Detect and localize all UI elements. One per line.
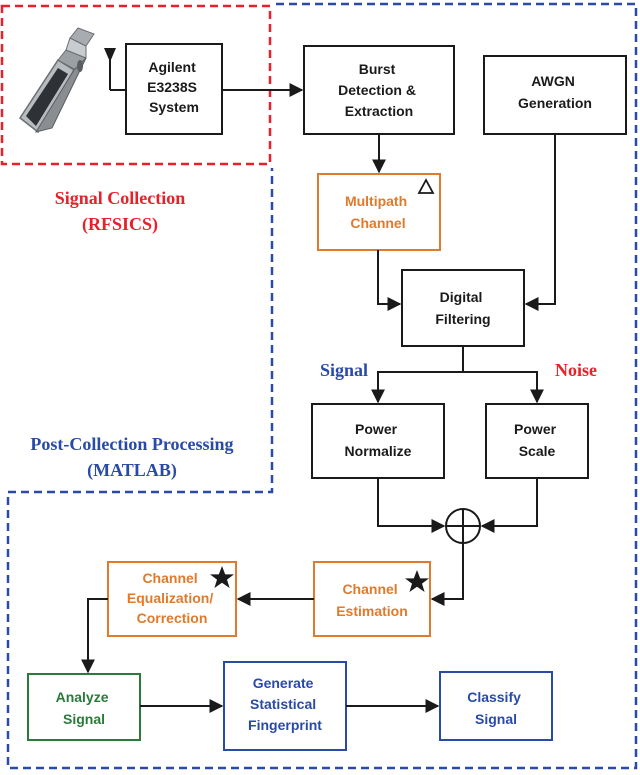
- connector-split-to-normalize: [371, 371, 463, 404]
- classify-signal-box: Classify Signal: [439, 671, 553, 741]
- agilent-line-3: System: [149, 99, 199, 115]
- summing-junction-icon: [445, 508, 481, 544]
- signal-collection-region: [0, 4, 272, 166]
- svg-text:Agilent E3238S Sys: Agilent E3238S System: [147, 59, 201, 115]
- noise-branch-label: Noise: [555, 360, 597, 380]
- svg-text:Channel Estimation: Channel Estimation: [336, 581, 408, 619]
- scale-line-2: Scale: [519, 443, 556, 459]
- estimation-line-2: Estimation: [336, 603, 408, 619]
- star-icon: [405, 570, 429, 592]
- connector-awgn-to-filtering: [524, 134, 556, 311]
- antenna-icon: [104, 48, 126, 91]
- digital-line-2: Filtering: [435, 311, 490, 327]
- svg-text:Analyze Signal: Analyze Signal: [56, 689, 113, 727]
- post-collection-subtitle: (MATLAB): [87, 460, 177, 481]
- multipath-line-1: Multipath: [345, 193, 407, 209]
- burst-detection-box: Burst Detection & Extraction: [303, 45, 455, 135]
- channel-equalization-box: Channel Equalization/ Correction: [107, 561, 237, 637]
- agilent-line-2: E3238S: [147, 79, 197, 95]
- digital-filtering-box: Digital Filtering: [401, 269, 525, 347]
- analyze-line-2: Signal: [63, 711, 105, 727]
- fingerprint-line-1: Generate: [253, 675, 314, 691]
- classify-line-2: Signal: [475, 711, 517, 727]
- channel-estimation-box: Channel Estimation: [313, 561, 431, 637]
- connector-normalize-to-sum: [377, 478, 446, 533]
- connector-scale-to-sum: [480, 478, 538, 533]
- burst-line-3: Extraction: [345, 103, 413, 119]
- awgn-line-1: AWGN: [531, 73, 575, 89]
- svg-text:Channel Equalization/: Channel Equalization/ Correction: [127, 570, 217, 626]
- svg-text:Multipath Channel: Multipath Channel: [345, 193, 411, 231]
- normalize-line-1: Power: [355, 421, 398, 437]
- multipath-channel-box: Multipath Channel: [317, 173, 441, 251]
- estimation-line-1: Channel: [342, 581, 397, 597]
- scale-line-1: Power: [514, 421, 557, 437]
- power-normalize-box: Power Normalize: [311, 403, 445, 479]
- connector-multipath-to-filtering: [377, 250, 402, 311]
- awgn-line-2: Generation: [518, 95, 592, 111]
- equalization-line-2: Equalization/: [127, 590, 213, 606]
- awgn-generation-box: AWGN Generation: [483, 55, 627, 135]
- equalization-line-3: Correction: [137, 610, 208, 626]
- agilent-line-1: Agilent: [148, 59, 196, 75]
- equalization-line-1: Channel: [142, 570, 197, 586]
- signal-collection-subtitle: (RFSICS): [82, 214, 158, 235]
- svg-text:Generate Statistical: Generate Statistical Fingerprint: [248, 675, 322, 733]
- svg-text:Classify Signal: Classify Signal: [467, 689, 525, 727]
- agilent-system-box: Agilent E3238S System: [125, 43, 223, 135]
- flip-phone-icon: [18, 27, 95, 134]
- post-collection-region: [6, 2, 638, 770]
- fingerprint-line-2: Statistical: [250, 696, 316, 712]
- signal-branch-label: Signal: [320, 360, 368, 380]
- burst-line-2: Detection &: [338, 82, 416, 98]
- svg-text:Burst Detection &: Burst Detection & Extraction: [338, 61, 420, 119]
- svg-text:Power Normalize: Power Normalize: [345, 421, 412, 459]
- star-icon: [210, 566, 234, 588]
- triangle-icon: [417, 178, 435, 194]
- connector-equalization-to-analyze: [81, 598, 108, 674]
- signal-collection-title: Signal Collection: [55, 188, 186, 208]
- fingerprint-line-3: Fingerprint: [248, 717, 322, 733]
- power-scale-box: Power Scale: [485, 403, 589, 479]
- analyze-line-1: Analyze: [56, 689, 109, 705]
- burst-line-1: Burst: [359, 61, 396, 77]
- digital-line-1: Digital: [440, 289, 483, 305]
- connector-split-to-scale: [463, 371, 544, 404]
- analyze-signal-box: Analyze Signal: [27, 673, 141, 741]
- classify-line-1: Classify: [467, 689, 521, 705]
- svg-text:AWGN Generation: AWGN Generation: [518, 73, 592, 111]
- normalize-line-2: Normalize: [345, 443, 412, 459]
- generate-fingerprint-box: Generate Statistical Fingerprint: [223, 661, 347, 751]
- post-collection-title: Post-Collection Processing: [30, 434, 233, 454]
- multipath-line-2: Channel: [350, 215, 405, 231]
- connector-sum-to-estimation: [430, 543, 464, 606]
- svg-text:Power Scale: Power Scale: [514, 421, 560, 459]
- svg-text:Digital Filtering: Digital Filtering: [435, 289, 490, 327]
